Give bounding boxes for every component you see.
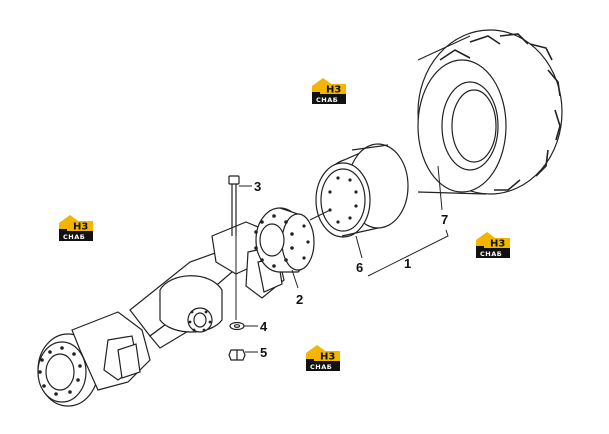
svg-text:СНАБ: СНАБ bbox=[63, 233, 85, 241]
nut bbox=[228, 349, 246, 361]
watermark-logo: H3 СНАБ bbox=[476, 232, 510, 258]
svg-text:H3: H3 bbox=[320, 352, 335, 363]
callout-7: 7 bbox=[441, 212, 448, 227]
wheel-rim bbox=[315, 143, 409, 238]
callout-1: 1 bbox=[404, 256, 411, 271]
tire bbox=[417, 29, 563, 195]
watermark-logo: H3 СНАБ bbox=[306, 345, 340, 371]
bolt bbox=[228, 175, 240, 236]
callout-2: 2 bbox=[296, 292, 303, 307]
callout-6: 6 bbox=[356, 260, 363, 275]
callout-4: 4 bbox=[260, 319, 268, 334]
callout-5: 5 bbox=[260, 345, 267, 360]
svg-text:СНАБ: СНАБ bbox=[480, 250, 502, 258]
watermark-logo: H3 СНАБ bbox=[59, 215, 93, 241]
leader-lines bbox=[235, 165, 449, 353]
svg-text:H3: H3 bbox=[490, 239, 505, 250]
svg-text:H3: H3 bbox=[73, 222, 88, 233]
axle-assembly bbox=[37, 207, 315, 407]
watermark-logo: H3 СНАБ bbox=[312, 78, 346, 104]
callout-3: 3 bbox=[254, 179, 261, 194]
svg-text:СНАБ: СНАБ bbox=[316, 96, 338, 104]
svg-text:СНАБ: СНАБ bbox=[310, 363, 332, 371]
washer bbox=[229, 321, 245, 331]
svg-text:H3: H3 bbox=[326, 85, 341, 96]
